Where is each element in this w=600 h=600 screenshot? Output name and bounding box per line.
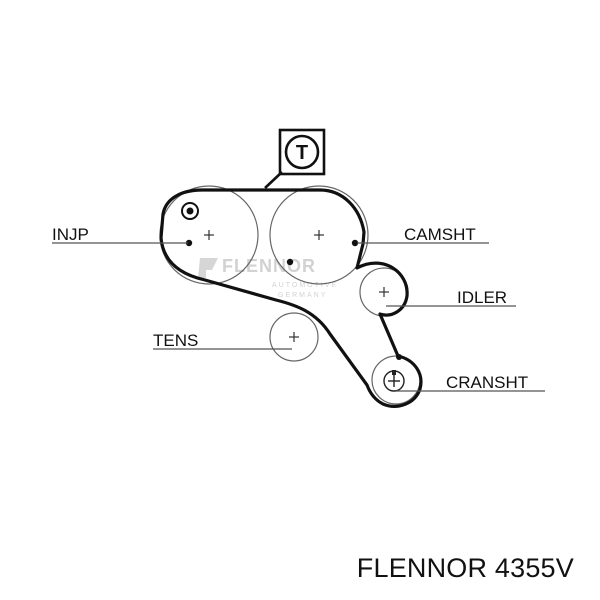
- part-number-caption: FLENNOR 4355V: [356, 553, 574, 583]
- label-crankshaft: CRANSHT: [446, 373, 528, 392]
- tension-marker-circle: [284, 134, 320, 170]
- watermark-logo-icon: [198, 258, 218, 278]
- label-tensioner: TENS: [153, 331, 198, 350]
- watermark-brand: FLENNOR: [222, 256, 316, 276]
- timing-belt: [159, 188, 423, 408]
- camshaft-pulley: [269, 185, 369, 285]
- label-idler: IDLER: [457, 288, 507, 307]
- tensioner-pulley: [269, 312, 319, 362]
- label-leader-lines: [52, 242, 545, 392]
- flennor-watermark: FLENNOR AUTOMOTIVE GERMANY: [198, 256, 338, 299]
- watermark-tagline-2: GERMANY: [278, 292, 327, 299]
- label-camshaft: CAMSHT: [404, 225, 476, 244]
- pulley-center-marks: [204, 230, 389, 342]
- timing-mark-dots: [185, 239, 402, 360]
- tension-marker-box: [278, 128, 326, 176]
- crankshaft-hub: [383, 370, 405, 392]
- watermark-tagline-1: AUTOMOTIVE: [272, 282, 338, 289]
- label-injection-pump: INJP: [52, 225, 89, 244]
- tension-marker: T: [264, 128, 326, 189]
- injection-pump-timing-mark-icon: [181, 202, 199, 220]
- tension-marker-letter: T: [296, 142, 308, 164]
